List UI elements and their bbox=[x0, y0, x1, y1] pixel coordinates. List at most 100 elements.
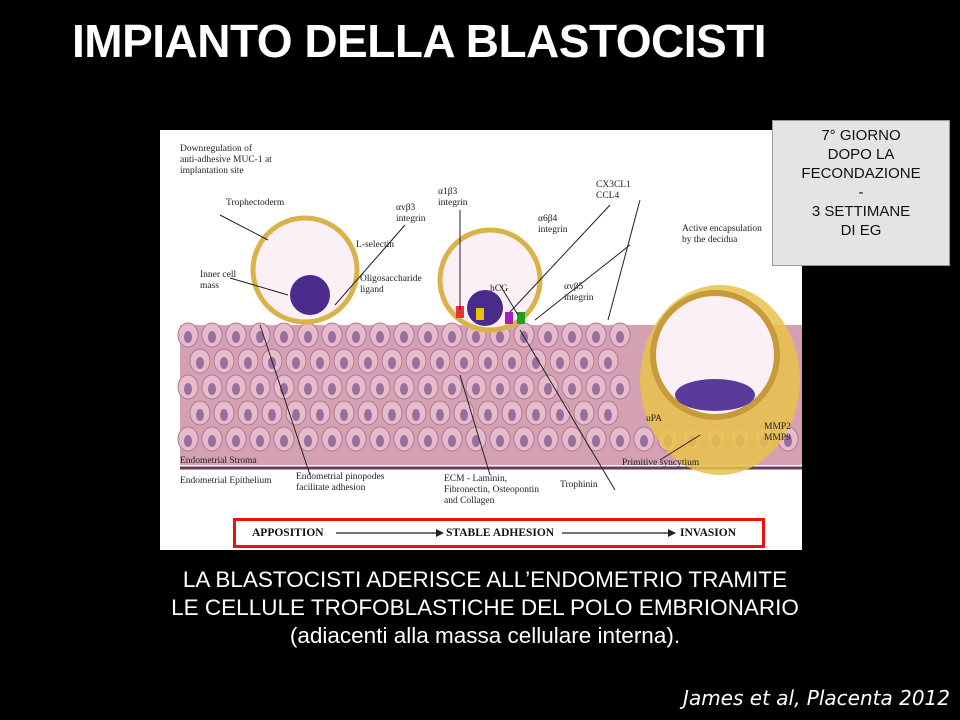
cell-nucleus bbox=[460, 357, 468, 369]
cell-nucleus bbox=[568, 383, 576, 395]
pointer-lines bbox=[219, 199, 701, 491]
cell-nucleus bbox=[436, 357, 444, 369]
label-upa: uPA bbox=[646, 414, 663, 424]
cell-nucleus bbox=[340, 409, 348, 421]
cell-nucleus bbox=[352, 383, 360, 395]
cell-nucleus bbox=[508, 409, 516, 421]
cell-nucleus bbox=[448, 331, 456, 343]
cell-nucleus bbox=[256, 435, 264, 447]
cell-nucleus bbox=[400, 331, 408, 343]
cell-nucleus bbox=[484, 357, 492, 369]
cell-nucleus bbox=[184, 383, 192, 395]
cell-nucleus bbox=[352, 435, 360, 447]
cell-nucleus bbox=[592, 435, 600, 447]
cell-nucleus bbox=[544, 435, 552, 447]
cell-nucleus bbox=[424, 383, 432, 395]
timing-callout: 7° GIORNO DOPO LA FECONDAZIONE - 3 SETTI… bbox=[772, 120, 950, 266]
cell-nucleus bbox=[604, 357, 612, 369]
label-syncytium: Primitive syncytium bbox=[622, 458, 700, 468]
cell-nucleus bbox=[592, 331, 600, 343]
receptor-purple bbox=[505, 312, 513, 324]
cell-nucleus bbox=[616, 331, 624, 343]
label-lselectin: L-selectin bbox=[356, 240, 394, 250]
cell-nucleus bbox=[376, 435, 384, 447]
inner-cell-mass-3 bbox=[675, 379, 755, 411]
cell-nucleus bbox=[544, 331, 552, 343]
callout-line-3: FECONDAZIONE bbox=[801, 165, 921, 182]
cell-nucleus bbox=[352, 331, 360, 343]
callout-line-5: 3 SETTIMANE bbox=[811, 203, 911, 220]
cell-nucleus bbox=[316, 357, 324, 369]
cell-nucleus bbox=[448, 383, 456, 395]
cell-nucleus bbox=[400, 383, 408, 395]
cell-nucleus bbox=[328, 331, 336, 343]
receptor-green bbox=[517, 312, 525, 324]
cell-nucleus bbox=[532, 357, 540, 369]
cell-nucleus bbox=[496, 383, 504, 395]
cell-nucleus bbox=[460, 409, 468, 421]
cell-nucleus bbox=[256, 383, 264, 395]
cell-nucleus bbox=[412, 357, 420, 369]
cell-nucleus bbox=[616, 435, 624, 447]
slide-caption: LA BLASTOCISTI ADERISCE ALL’ENDOMETRIO T… bbox=[60, 566, 910, 650]
cell-nucleus bbox=[424, 435, 432, 447]
cell-nucleus bbox=[436, 409, 444, 421]
cell-nucleus bbox=[304, 435, 312, 447]
cell-nucleus bbox=[196, 357, 204, 369]
cell-nucleus bbox=[568, 331, 576, 343]
cell-nucleus bbox=[292, 409, 300, 421]
inner-cell-mass-1 bbox=[290, 275, 330, 315]
cell-nucleus bbox=[424, 331, 432, 343]
cell-nucleus bbox=[256, 331, 264, 343]
cell-nucleus bbox=[520, 435, 528, 447]
cell-nucleus bbox=[580, 357, 588, 369]
cell-nucleus bbox=[184, 331, 192, 343]
cell-nucleus bbox=[280, 435, 288, 447]
implantation-illustration bbox=[177, 199, 802, 491]
cell-nucleus bbox=[784, 435, 792, 447]
cell-nucleus bbox=[220, 357, 228, 369]
cell-nucleus bbox=[388, 357, 396, 369]
cell-nucleus bbox=[328, 383, 336, 395]
cell-nucleus bbox=[184, 435, 192, 447]
cell-nucleus bbox=[388, 409, 396, 421]
cell-nucleus bbox=[556, 357, 564, 369]
cell-nucleus bbox=[196, 409, 204, 421]
cell-nucleus bbox=[268, 409, 276, 421]
cell-nucleus bbox=[220, 409, 228, 421]
cell-nucleus bbox=[208, 331, 216, 343]
cell-nucleus bbox=[244, 357, 252, 369]
caption-line-1: LA BLASTOCISTI ADERISCE ALL’ENDOMETRIO T… bbox=[182, 567, 788, 592]
cell-nucleus bbox=[208, 383, 216, 395]
cell-nucleus bbox=[232, 331, 240, 343]
slide-title: IMPIANTO DELLA BLASTOCISTI bbox=[72, 15, 767, 67]
cell-nucleus bbox=[472, 383, 480, 395]
blastocyst-apposition bbox=[250, 215, 360, 325]
cell-nucleus bbox=[496, 435, 504, 447]
cell-nucleus bbox=[472, 435, 480, 447]
cell-nucleus bbox=[556, 409, 564, 421]
caption-line-2: LE CELLULE TROFOBLASTICHE DEL POLO EMBRI… bbox=[171, 595, 799, 620]
cell-nucleus bbox=[484, 409, 492, 421]
label-stroma: Endometrial Stroma bbox=[180, 456, 257, 466]
receptor-red bbox=[456, 306, 464, 318]
cell-nucleus bbox=[364, 409, 372, 421]
callout-line-1: 7° GIORNO bbox=[821, 127, 901, 144]
cell-nucleus bbox=[520, 383, 528, 395]
phase-stable-adhesion: STABLE ADHESION bbox=[446, 527, 555, 539]
cell-nucleus bbox=[364, 357, 372, 369]
cell-nucleus bbox=[448, 435, 456, 447]
cell-nucleus bbox=[616, 383, 624, 395]
caption-line-3: (adiacenti alla massa cellulare interna)… bbox=[289, 623, 681, 648]
cell-nucleus bbox=[376, 383, 384, 395]
phase-invasion: INVASION bbox=[680, 527, 737, 539]
cell-nucleus bbox=[280, 331, 288, 343]
